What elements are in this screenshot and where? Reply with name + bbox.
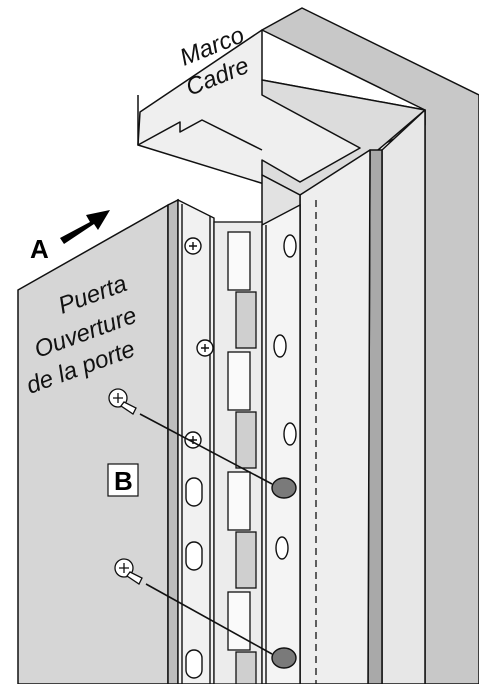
hinge-barrel: [213, 221, 263, 684]
frame-leaf-slot: [275, 536, 289, 560]
door-leaf-screw: [184, 237, 202, 255]
hinge-frame-leaf-plate: [261, 203, 301, 684]
frame-right-face: [381, 109, 426, 684]
hinge-knuckle: [235, 291, 257, 349]
frame-top-edge: [137, 95, 263, 151]
frame-leaf-slot: [283, 234, 297, 258]
hinge-knuckle: [235, 651, 257, 684]
frame-leaf-slot: [273, 334, 287, 358]
screw-upper: [108, 388, 273, 485]
callout-b-label: B: [114, 466, 133, 496]
door-face: [17, 203, 169, 684]
screw-lower-shank: [126, 571, 143, 585]
door-leaf-slot: [185, 541, 203, 571]
hinge-knuckle: [227, 591, 251, 651]
door-leaf-screw: [196, 339, 214, 357]
hinge-knuckle: [227, 231, 251, 291]
callout-a-label: A: [30, 234, 49, 264]
hole-plug-upper: [271, 477, 297, 499]
hinge-knuckle: [235, 411, 257, 469]
screw-lower-path: [145, 583, 273, 655]
frame-leaf-slot: [283, 422, 297, 446]
door-leaf-slot: [185, 649, 203, 679]
screw-lower-cross: [119, 563, 129, 573]
callout-b-box: [107, 463, 139, 497]
hinge-frame-leaf: [261, 203, 301, 684]
hinge-knuckle: [235, 531, 257, 589]
door-panel: [17, 198, 179, 684]
hinge-knuckle: [227, 351, 251, 411]
screw-lower: [114, 558, 273, 655]
arrow-a: [60, 210, 110, 244]
hinge-door-leaf: [177, 198, 215, 684]
hinge-knuckle: [227, 471, 251, 531]
door-leaf-slot: [185, 477, 203, 507]
screw-upper-shank: [120, 401, 137, 415]
frame-step-top: [261, 79, 426, 196]
door-edge: [167, 198, 179, 684]
screw-upper-cross: [113, 393, 123, 403]
screw-upper-path: [139, 413, 273, 485]
frame-front-face: [299, 149, 371, 684]
hole-plug-lower: [271, 647, 297, 669]
